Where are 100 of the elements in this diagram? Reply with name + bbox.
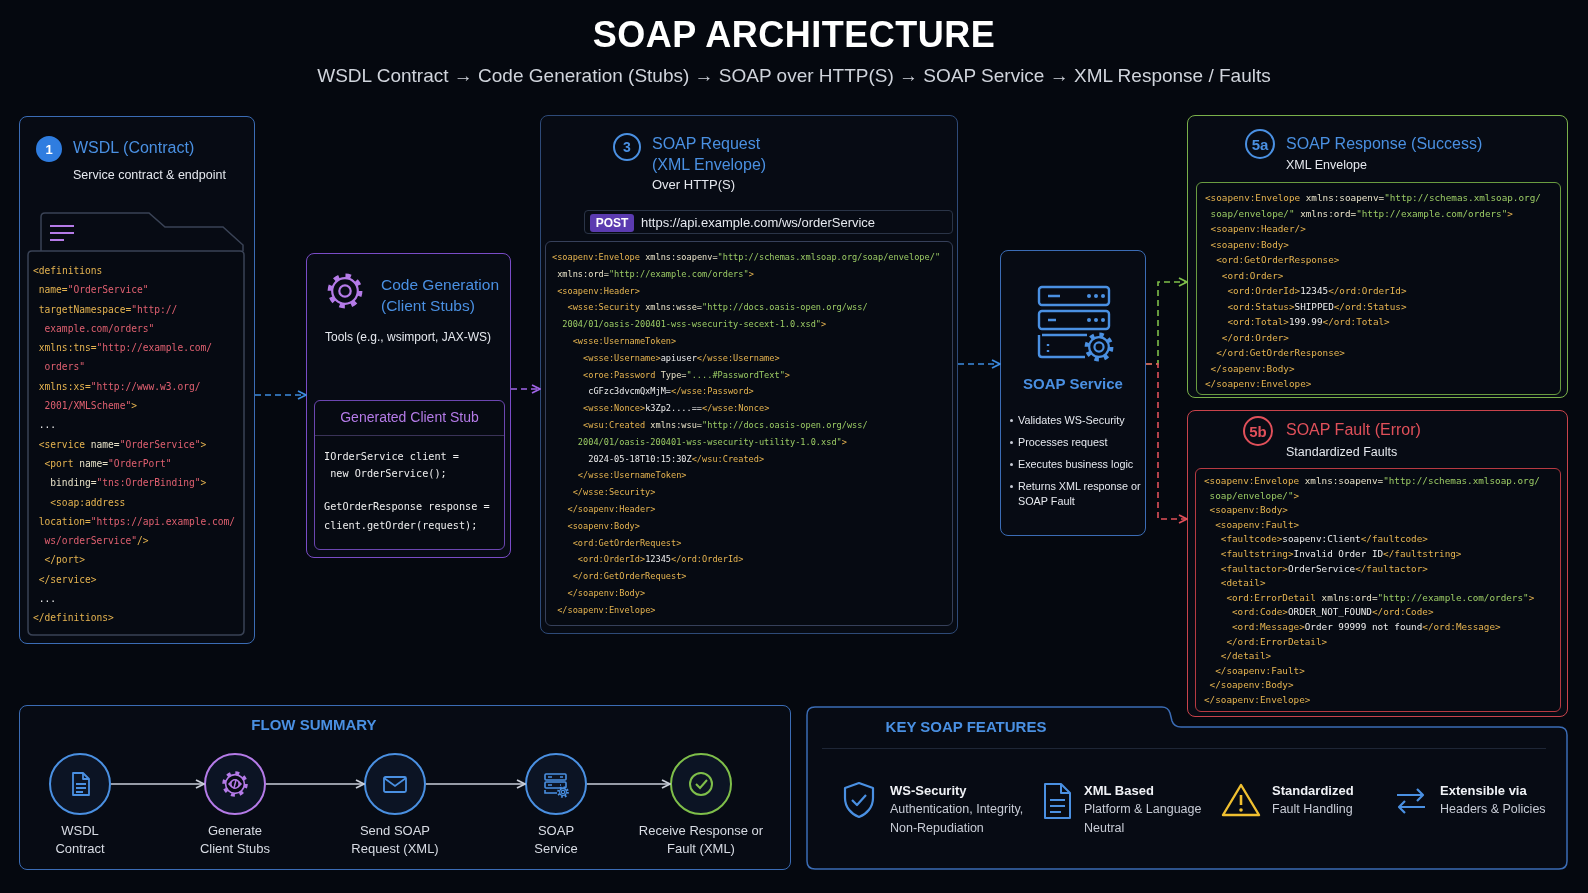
code-line: <wsu:Created xmlns:wsu="http://docs.oasis-open.org/wss/ [583,418,868,432]
code-line: <soapenv:Body> [1209,503,1288,518]
code-line: <wsse:Username>apiuser</wsse:Username> [583,351,780,365]
arrow [425,779,526,789]
code-line: <soapenv:Header> [557,284,640,298]
url-text: https://api.example.com/ws/orderService [641,215,876,230]
card-subtitle: Service contract & endpoint [73,167,226,184]
diagram-title: SOAP ARCHITECTURE [592,14,996,56]
step-badge: 5b [1243,416,1273,446]
code-line: </soapenv:Envelope> [1204,692,1311,707]
card-title: SOAP Response (Success) [1286,134,1483,154]
card-title: SOAP Request (XML Envelope) [652,134,768,175]
code-line: GetOrderResponse response = [324,500,490,514]
code-line: <ord:Total>199.99</ord:Total> [1227,315,1390,329]
panel-title: KEY SOAP FEATURES [884,718,1048,735]
bullet-item: Executes business logic [1008,457,1134,472]
step-badge: 1 [36,136,62,162]
feature-description: Platform & Language Neutral [1084,801,1203,837]
arrow [110,779,205,789]
step-badge: 3 [613,133,641,161]
step-label: SOAP Service [533,822,579,858]
code-line: </wsse:Security> [572,486,656,500]
bullet-item: Validates WS-Security [1008,413,1125,428]
code-line: cGFzc3dvcmQxMjM=</wsse:Password> [588,385,754,399]
code-line: <ord:GetOrderRequest> [572,536,682,550]
description-text: Tools (e.g., wsimport, JAX-WS) [325,329,493,346]
request-card [540,115,958,634]
arrow [957,359,1001,369]
code-line: <ord:OrderId>12345</ord:OrderId> [577,553,744,567]
code-line: <port name="OrderPort" [44,456,172,471]
code-line: </soapenv:Envelope> [1205,377,1312,391]
code-line: IOrderService client = [324,450,459,464]
summary-panel [19,705,791,870]
feature-title: Extensible via [1440,783,1527,798]
card-subtitle: XML Envelope [1286,157,1367,174]
code-line: binding="tns:OrderBinding"> [50,476,207,491]
code-line: </port> [44,553,85,568]
code-line: </soapenv:Header> [567,502,656,516]
code-line: </soapenv:Envelope> [557,603,656,617]
contract-card [19,116,255,644]
fault-card [1187,410,1568,717]
code-line: <ord:Code>ORDER_NOT_FOUND</ord:Code> [1232,605,1434,620]
method-badge: POST [590,214,634,232]
code-line: <soapenv:Envelope xmlns:soapenv="http://schemas.xmlsoap.org/soap/envelope/" [552,251,941,264]
arrow [510,384,541,394]
code-line: <ord:Message>Order 99999 not found</ord:Message> [1232,619,1501,634]
code-line: <wsse:UsernameToken> [572,335,677,348]
code-line: new OrderService(); [330,467,447,481]
code-line: <soap:address [50,495,126,510]
step-badge: 5a [1245,129,1275,159]
codegen-card [306,253,511,558]
code-line: </soapenv:Body> [1209,678,1294,693]
features-panel [806,706,1568,870]
code-line: </soapenv:Body> [1210,361,1295,376]
code-line: <ord:OrderId>12345</ord:OrderId> [1227,284,1407,298]
service-card [1000,250,1146,536]
code-line: xmlns:xs="http://www.w3.org/ [38,379,201,394]
bullet-item: Processes request [1008,435,1108,450]
step-label: Generate Client Stubs [198,822,272,858]
arrow [1145,363,1188,524]
code-line: </detail> [1220,649,1272,664]
response-card [1187,115,1568,398]
code-line: <ord:GetOrderResponse> [1216,253,1340,267]
code-line: <detail> [1220,576,1266,591]
step-label: WSDL Contract [54,822,106,858]
code-line: orders" [44,360,85,375]
code-line: client.getOrder(request); [324,519,478,533]
code-line: <soapenv:Body> [567,519,640,533]
code-line: </soapenv:Body> [567,586,646,600]
code-line: <service name="OrderService"> [38,437,207,452]
arrow [265,779,365,789]
code-line: <soapenv:Envelope xmlns:soapenv="http://schemas.xmlsoap.org/ [1204,474,1540,488]
step-label: Receive Response or Fault (XML) [638,822,764,858]
code-line: example.com/orders" [44,321,155,336]
code-line: xmlns:ord="http://example.com/orders"> [557,267,754,281]
code-line: name="OrderService" [38,283,149,298]
code-line: <faultactor>OrderService</faultactor> [1220,561,1428,576]
code-panel [1196,182,1561,395]
code-panel [545,241,953,626]
code-line: 2004/01/oasis-200401-wss-wsecurity-utility-1.0.xsd"> [577,435,847,449]
code-line: <faultcode>soapenv:Client</faultcode> [1220,532,1428,547]
bullet-item: Returns XML response or SOAP Fault [1008,479,1142,509]
code-line: <wsse:Nonce>k3Zp2....==</wsse:Nonce> [583,402,770,416]
feature-title: WS-Security [890,783,967,798]
code-line: <faultstring>Invalid Order ID</faultstring> [1220,546,1462,561]
stub-panel [314,400,505,550]
code-line: ... [38,418,57,433]
code-line: <soapenv:Fault> [1215,517,1300,532]
code-line: </soapenv:Fault> [1215,663,1305,678]
code-line: ws/orderService"/> [44,534,149,549]
code-line: </ord:GetOrderRequest> [572,570,687,584]
code-line: <ord:ErrorDetail xmlns:ord="http://example.com/orders"> [1226,590,1535,605]
card-subtitle: Over HTTP(S) [652,177,736,194]
code-line: </ord:GetOrderResponse> [1216,346,1345,360]
feature-title: Standardized [1272,783,1354,798]
code-line: targetNamespace="http:// [38,302,178,317]
card-title: SOAP Fault (Error) [1286,420,1421,440]
code-line: ... [38,592,57,607]
card-title: SOAP Service [1022,375,1124,392]
step-label: Send SOAP Request (XML) [350,822,440,858]
